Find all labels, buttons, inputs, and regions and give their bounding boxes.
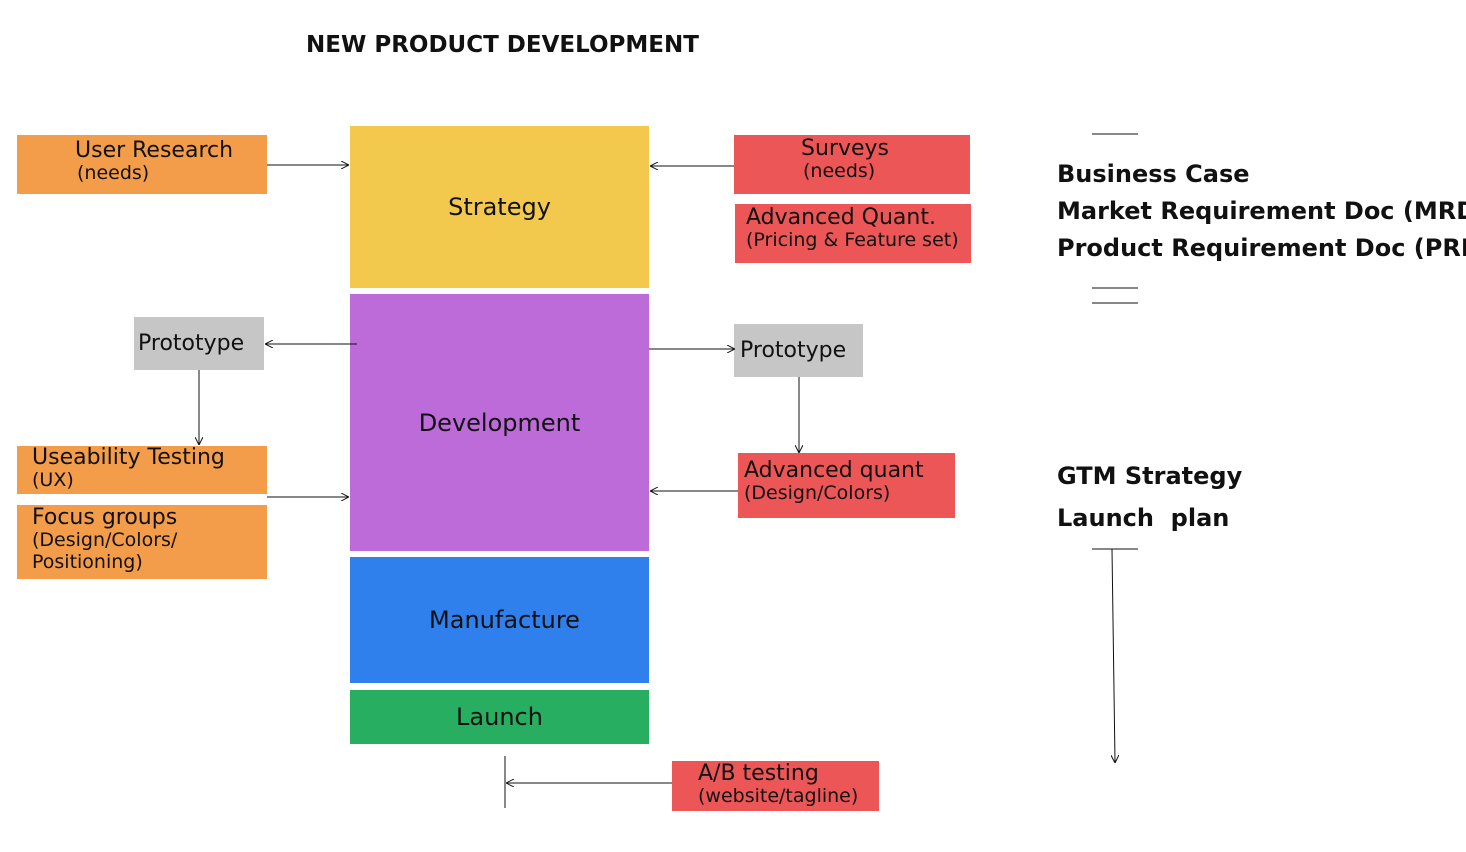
stage-strategy[interactable]: Strategy bbox=[350, 126, 649, 288]
stage-development-label: Development bbox=[418, 408, 581, 437]
page-title: NEW PRODUCT DEVELOPMENT bbox=[306, 32, 699, 58]
advanced-quant-pricing-sub: (Pricing & Feature set) bbox=[746, 229, 959, 252]
stage-launch[interactable]: Launch bbox=[350, 690, 649, 744]
advanced-quant-pricing-label: Advanced Quant. bbox=[746, 205, 936, 230]
advanced-quant-design-sub: (Design/Colors) bbox=[744, 482, 891, 505]
prototype-right-box[interactable]: Prototype bbox=[734, 324, 863, 377]
advanced-quant-pricing-box[interactable]: Advanced Quant. (Pricing & Feature set) bbox=[735, 204, 971, 263]
arrow-launch-plan-down bbox=[1112, 548, 1115, 762]
focus-groups-label: Focus groups bbox=[32, 505, 178, 530]
ab-testing-sub: (website/tagline) bbox=[698, 785, 859, 808]
output-prd: Product Requirement Doc (PRD) bbox=[1057, 234, 1466, 262]
output-gtm-strategy: GTM Strategy bbox=[1057, 462, 1243, 490]
prototype-right-label: Prototype bbox=[740, 338, 847, 363]
output-business-case: Business Case bbox=[1057, 160, 1250, 188]
ab-testing-label: A/B testing bbox=[698, 761, 819, 786]
stage-launch-label: Launch bbox=[456, 703, 543, 731]
surveys-box[interactable]: Surveys (needs) bbox=[734, 135, 970, 194]
user-research-sub: (needs) bbox=[77, 162, 150, 185]
output-launch-plan: Launch plan bbox=[1057, 504, 1230, 532]
stage-manufacture-label: Manufacture bbox=[429, 606, 580, 634]
focus-groups-sub-1: (Design/Colors/ bbox=[32, 529, 178, 552]
useability-testing-label: Useability Testing bbox=[32, 445, 225, 470]
user-research-label: User Research bbox=[75, 138, 234, 163]
stage-development[interactable]: Development bbox=[350, 294, 649, 551]
output-mrd: Market Requirement Doc (MRD) bbox=[1057, 197, 1466, 225]
focus-groups-box[interactable]: Focus groups (Design/Colors/ Positioning… bbox=[17, 505, 267, 579]
user-research-box[interactable]: User Research (needs) bbox=[17, 135, 267, 194]
stage-manufacture[interactable]: Manufacture bbox=[350, 557, 649, 683]
useability-testing-box[interactable]: Useability Testing (UX) bbox=[17, 445, 267, 494]
surveys-label: Surveys bbox=[801, 136, 889, 161]
surveys-sub: (needs) bbox=[803, 160, 876, 183]
useability-testing-sub: (UX) bbox=[32, 469, 74, 492]
focus-groups-sub-2: Positioning) bbox=[32, 551, 143, 574]
advanced-quant-design-label: Advanced quant bbox=[744, 458, 924, 483]
prototype-left-box[interactable]: Prototype bbox=[134, 317, 264, 370]
prototype-left-label: Prototype bbox=[138, 331, 245, 356]
advanced-quant-design-box[interactable]: Advanced quant (Design/Colors) bbox=[738, 453, 955, 518]
stage-strategy-label: Strategy bbox=[448, 193, 551, 221]
ab-testing-box[interactable]: A/B testing (website/tagline) bbox=[672, 761, 879, 811]
